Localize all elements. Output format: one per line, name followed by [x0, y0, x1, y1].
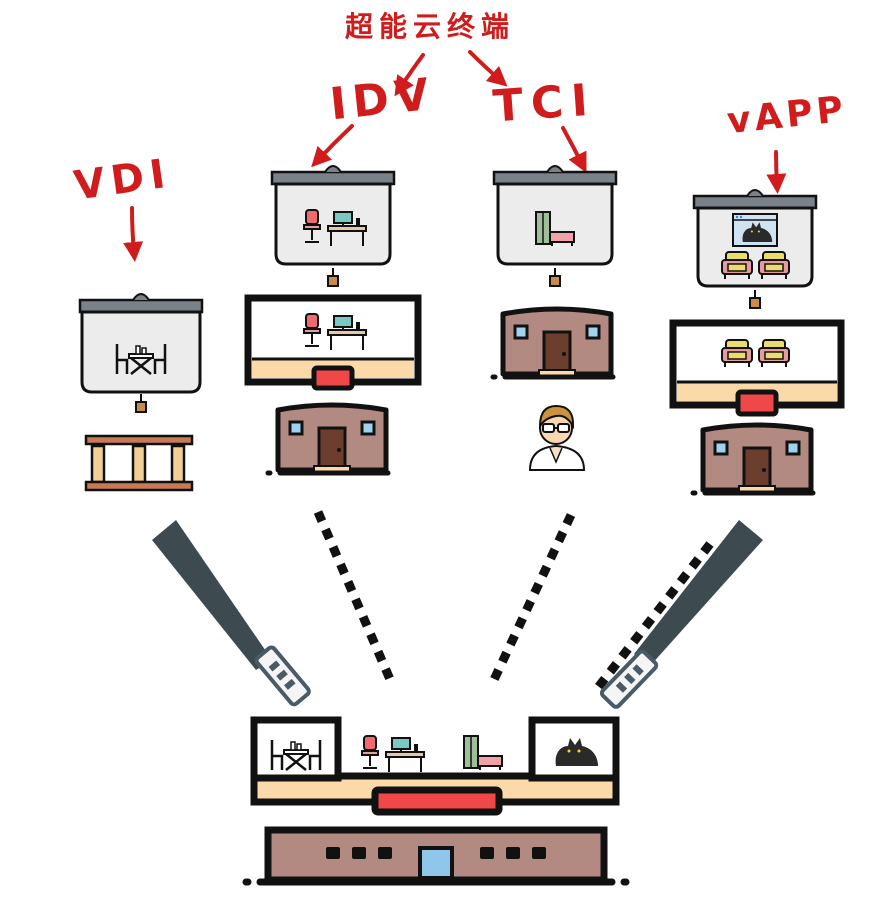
tci-projector-screen-icon — [492, 165, 618, 287]
arrow-tci-to-screen — [561, 126, 587, 173]
idv-dotted-connector — [313, 510, 397, 686]
house-icon — [693, 425, 821, 493]
house-icon — [268, 405, 396, 473]
arrow-cn-to-idv — [394, 53, 425, 97]
arrow-vapp-to-screen — [766, 150, 787, 194]
vapp-projector-screen-icon — [692, 189, 818, 309]
tci-dotted-connector — [487, 513, 576, 686]
house-icon — [493, 309, 621, 377]
super-cloud-terminal-label: 超能云终端 — [345, 10, 516, 43]
idv-projector-screen-icon — [270, 165, 396, 287]
arrow-vdi-to-screen — [123, 206, 144, 262]
flashlight-icon — [599, 649, 659, 709]
user-avatar-icon — [528, 404, 586, 471]
monitor-icon — [244, 294, 422, 391]
arrow-cn-to-tci — [468, 50, 508, 87]
vdi-projector-screen-icon — [78, 293, 204, 413]
vdi-flashlight-connector — [152, 520, 311, 707]
vapp-dotted-connector — [592, 541, 714, 693]
annotation-arrows — [123, 50, 787, 262]
colonnade-icon — [84, 434, 194, 492]
vapp-flashlight-connector — [599, 520, 763, 709]
flashlight-icon — [254, 645, 311, 707]
armchairs-icon — [721, 251, 753, 280]
monitor-icon — [669, 319, 845, 417]
cat-window-icon — [732, 213, 778, 247]
arrow-idv-to-screen — [311, 124, 354, 168]
super-cloud-terminal-icon — [242, 716, 630, 886]
